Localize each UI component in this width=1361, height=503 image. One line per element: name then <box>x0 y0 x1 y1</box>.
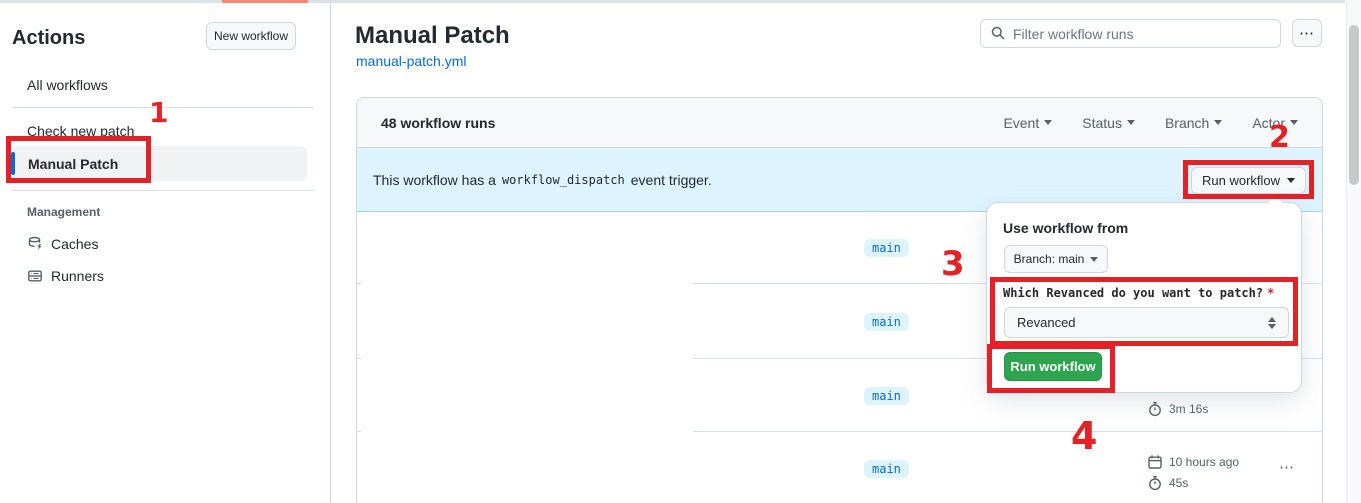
workflow-run-row[interactable]: main <box>357 212 1322 284</box>
sidebar-item-runners[interactable]: Runners <box>27 268 104 284</box>
sidebar-divider <box>12 190 314 191</box>
filter-actor[interactable]: Actor <box>1252 115 1298 131</box>
required-asterisk: * <box>1267 286 1275 300</box>
sidebar-item-label: Caches <box>51 236 99 252</box>
actions-sidebar: Actions New workflow All workflows Check… <box>0 3 330 503</box>
run-meta: 3m 16s <box>1147 401 1208 422</box>
run-duration: 3m 16s <box>1169 401 1209 416</box>
sidebar-title: Actions <box>12 27 86 49</box>
chevron-down-icon <box>1287 178 1296 183</box>
sidebar-item-check-new-patch[interactable]: Check new patch <box>27 123 135 139</box>
top-strip <box>0 0 1345 3</box>
filter-label: Event <box>1003 114 1040 131</box>
workflow-runs-table: 48 workflow runs Event Status Branch Act… <box>356 97 1323 503</box>
select-value: Revanced <box>1017 315 1076 330</box>
annotation-number-2: 2 <box>1269 120 1290 155</box>
filter-search <box>980 19 1281 48</box>
runs-list: main main main 3m 16s <box>357 212 1322 503</box>
chevron-down-icon <box>1290 120 1298 125</box>
filter-branch[interactable]: Branch <box>1164 114 1223 131</box>
branch-badge[interactable]: main <box>864 312 909 331</box>
revanced-select[interactable]: Revanced <box>1004 307 1289 338</box>
runs-count: 48 workflow runs <box>381 114 496 131</box>
sidebar-item-manual-patch[interactable]: Manual Patch <box>11 146 307 181</box>
filter-status[interactable]: Status <box>1082 115 1135 131</box>
run-date: 10 hours ago <box>1169 454 1240 469</box>
chevron-down-icon <box>1044 120 1053 125</box>
workflow-more-options-button[interactable]: ⋯ <box>1292 19 1322 47</box>
filter-label: Actor <box>1252 114 1285 131</box>
run-options-kebab-button[interactable]: ⋯ <box>1279 459 1295 476</box>
workflow-dispatch-banner: This workflow has a workflow_dispatch ev… <box>357 148 1322 212</box>
row-divider <box>357 431 1322 432</box>
banner-text: event trigger. <box>630 171 712 188</box>
filter-event[interactable]: Event <box>1003 114 1053 131</box>
active-indicator <box>11 152 15 175</box>
sidebar-item-caches[interactable]: Caches <box>27 236 98 252</box>
filter-label: Branch <box>1164 114 1210 131</box>
chevron-down-icon <box>1090 256 1099 262</box>
runners-icon <box>28 270 42 282</box>
branch-selector-label: Branch: main <box>1013 252 1085 266</box>
top-strip-orange-segment <box>222 0 308 3</box>
run-meta: 10 hours ago 45s <box>1147 454 1239 496</box>
stopwatch-icon <box>1149 475 1161 490</box>
run-workflow-dropdown-button[interactable]: Run workflow <box>1191 167 1306 194</box>
calendar-icon <box>1148 454 1162 469</box>
workflow-run-row[interactable]: main <box>357 284 1322 359</box>
workflow-run-row[interactable]: main 3m 16s <box>357 359 1322 432</box>
stopwatch-icon <box>1149 401 1161 416</box>
chevron-down-icon <box>1214 120 1223 125</box>
up-down-chevrons-icon <box>1268 316 1276 329</box>
sidebar-item-label: Manual Patch <box>28 155 119 172</box>
sidebar-border <box>330 3 331 503</box>
banner-code: workflow_dispatch <box>501 172 625 187</box>
filter-label: Status <box>1082 114 1122 131</box>
sidebar-item-all-workflows[interactable]: All workflows <box>27 77 108 93</box>
management-heading: Management <box>27 205 101 219</box>
cache-icon <box>28 236 42 250</box>
chevron-down-icon <box>1126 120 1135 125</box>
banner-text: This workflow has a <box>373 171 496 188</box>
run-workflow-submit-button[interactable]: Run workflow <box>1004 352 1102 381</box>
search-icon <box>991 26 1005 40</box>
sidebar-item-label: Runners <box>51 268 104 284</box>
annotation-number-1: 1 <box>149 96 169 129</box>
page-scrollbar-track[interactable] <box>1346 0 1361 503</box>
page-scrollbar-thumb[interactable] <box>1349 25 1359 185</box>
branch-badge[interactable]: main <box>864 386 909 405</box>
workflow-file-link[interactable]: manual-patch.yml <box>356 53 467 69</box>
runs-table-header: 48 workflow runs Event Status Branch Act… <box>357 98 1322 148</box>
sidebar-divider <box>12 107 314 108</box>
page-title: Manual Patch <box>355 22 510 49</box>
workflow-input-label: Which Revanced do you want to patch?* <box>1003 286 1274 300</box>
filter-workflow-runs-input[interactable] <box>980 19 1281 48</box>
branch-badge[interactable]: main <box>864 460 909 478</box>
new-workflow-button[interactable]: New workflow <box>206 22 296 50</box>
branch-badge[interactable]: main <box>864 239 909 257</box>
dialog-heading: Use workflow from <box>1003 220 1129 236</box>
run-workflow-dialog: Use workflow from Branch: main Which Rev… <box>986 193 1302 393</box>
run-workflow-label: Run workflow <box>1201 173 1281 188</box>
workflow-run-row[interactable]: main 10 hours ago 45s ⋯ <box>357 432 1322 503</box>
row-divider <box>357 283 1322 284</box>
annotation-number-3: 3 <box>941 244 965 284</box>
row-divider <box>357 358 1322 359</box>
run-duration: 45s <box>1169 475 1189 490</box>
runs-filters: Event Status Branch Actor <box>1003 115 1298 131</box>
input-label-text: Which Revanced do you want to patch? <box>1003 286 1264 300</box>
branch-selector-button[interactable]: Branch: main <box>1004 245 1108 273</box>
annotation-number-4: 4 <box>1071 414 1098 458</box>
